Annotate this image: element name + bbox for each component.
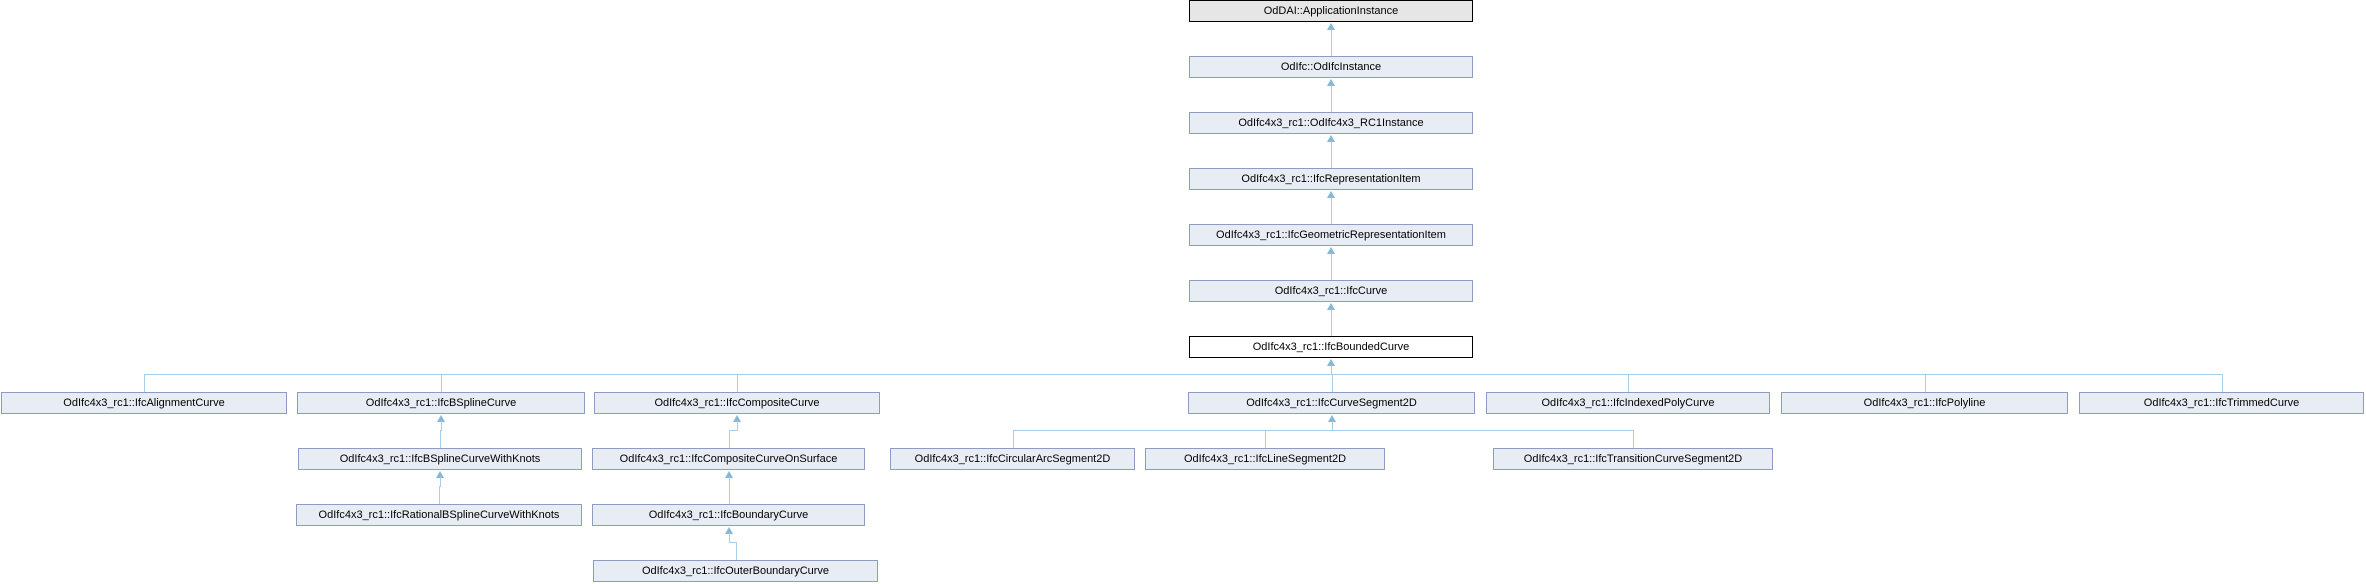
inheritance-edge-line: [1633, 430, 1634, 448]
inheritance-edge-line: [1331, 309, 1332, 319]
inheritance-edge-line: [729, 477, 730, 487]
inheritance-edge-line: [729, 430, 730, 448]
inheritance-edge-line: [1331, 253, 1332, 263]
inheritance-edge-line: [439, 486, 440, 504]
arrowhead-up-icon: [725, 471, 733, 478]
inheritance-edge-line: [1331, 141, 1332, 151]
inheritance-edge-line: [1331, 318, 1332, 336]
class-node-circular-arc-seg-2d[interactable]: OdIfc4x3_rc1::IfcCircularArcSegment2D: [890, 448, 1135, 470]
class-node-bspline-curve[interactable]: OdIfc4x3_rc1::IfcBSplineCurve: [297, 392, 585, 414]
arrowhead-up-icon: [1327, 247, 1335, 254]
inheritance-edge-line: [1332, 421, 1333, 431]
inheritance-edge-line: [1013, 430, 1014, 448]
class-node-transition-curve-seg[interactable]: OdIfc4x3_rc1::IfcTransitionCurveSegment2…: [1493, 448, 1773, 470]
inheritance-edge-line: [439, 486, 441, 487]
class-node-line-segment-2d[interactable]: OdIfc4x3_rc1::IfcLineSegment2D: [1145, 448, 1385, 470]
inheritance-edge-line: [144, 374, 145, 392]
inheritance-edge-line: [1331, 206, 1332, 224]
inheritance-edge-line: [737, 374, 738, 392]
inheritance-edge-line: [2222, 374, 2223, 392]
class-node-repr-item[interactable]: OdIfc4x3_rc1::IfcRepresentationItem: [1189, 168, 1473, 190]
arrowhead-up-icon: [1327, 191, 1335, 198]
inheritance-edge-line: [1331, 262, 1332, 280]
inheritance-edge-line: [729, 533, 730, 543]
inheritance-edge-line: [441, 421, 442, 431]
inheritance-edge-line: [729, 486, 730, 504]
arrowhead-up-icon: [1327, 303, 1335, 310]
inheritance-edge-line: [1331, 85, 1332, 95]
class-node-trimmed-curve[interactable]: OdIfc4x3_rc1::IfcTrimmedCurve: [2079, 392, 2364, 414]
class-node-bspline-with-knots[interactable]: OdIfc4x3_rc1::IfcBSplineCurveWithKnots: [298, 448, 582, 470]
arrowhead-up-icon: [733, 415, 741, 422]
inheritance-edge-line: [144, 374, 2223, 375]
inheritance-edge-line: [1628, 374, 1629, 392]
class-node-polyline[interactable]: OdIfc4x3_rc1::IfcPolyline: [1781, 392, 2068, 414]
inheritance-edge-line: [729, 542, 737, 543]
inheritance-edge-line: [440, 430, 441, 448]
class-node-app-instance: OdDAI::ApplicationInstance: [1189, 0, 1473, 22]
class-node-rational-bspline[interactable]: OdIfc4x3_rc1::IfcRationalBSplineCurveWit…: [296, 504, 582, 526]
class-node-outer-boundary-curve[interactable]: OdIfc4x3_rc1::IfcOuterBoundaryCurve: [593, 560, 878, 582]
class-node-composite-on-surface[interactable]: OdIfc4x3_rc1::IfcCompositeCurveOnSurface: [592, 448, 865, 470]
arrowhead-up-icon: [1327, 359, 1335, 366]
class-node-ifc-curve[interactable]: OdIfc4x3_rc1::IfcCurve: [1189, 280, 1473, 302]
class-node-odifc-instance[interactable]: OdIfc::OdIfcInstance: [1189, 56, 1473, 78]
inheritance-edge-line: [440, 477, 441, 487]
inheritance-edge-line: [1331, 29, 1332, 39]
inheritance-edge-line: [1331, 150, 1332, 168]
inheritance-edge-line: [1013, 430, 1634, 431]
class-node-alignment-curve[interactable]: OdIfc4x3_rc1::IfcAlignmentCurve: [1, 392, 287, 414]
inheritance-edge-line: [736, 542, 737, 560]
arrowhead-up-icon: [437, 415, 445, 422]
inheritance-edge-line: [1265, 430, 1266, 448]
inheritance-edge-line: [440, 430, 442, 431]
inheritance-edge-line: [1331, 94, 1332, 112]
class-node-geom-repr-item[interactable]: OdIfc4x3_rc1::IfcGeometricRepresentation…: [1189, 224, 1473, 246]
class-node-bounded-curve: OdIfc4x3_rc1::IfcBoundedCurve: [1189, 336, 1473, 358]
inheritance-edge-line: [737, 421, 738, 431]
inheritance-edge-line: [1925, 374, 1926, 392]
class-node-composite-curve[interactable]: OdIfc4x3_rc1::IfcCompositeCurve: [594, 392, 880, 414]
arrowhead-up-icon: [1327, 135, 1335, 142]
arrowhead-up-icon: [1327, 23, 1335, 30]
arrowhead-up-icon: [1328, 415, 1336, 422]
inheritance-edge-line: [1331, 197, 1332, 207]
arrowhead-up-icon: [1327, 79, 1335, 86]
inheritance-edge-line: [1332, 374, 1333, 392]
class-node-curve-segment-2d[interactable]: OdIfc4x3_rc1::IfcCurveSegment2D: [1188, 392, 1475, 414]
arrowhead-up-icon: [725, 527, 733, 534]
inheritance-edge-line: [729, 430, 738, 431]
arrowhead-up-icon: [436, 471, 444, 478]
class-node-rc1-instance[interactable]: OdIfc4x3_rc1::OdIfc4x3_RC1Instance: [1189, 112, 1473, 134]
inheritance-edge-line: [1331, 365, 1332, 375]
class-node-boundary-curve[interactable]: OdIfc4x3_rc1::IfcBoundaryCurve: [592, 504, 865, 526]
inheritance-edge-line: [441, 374, 442, 392]
class-node-indexed-poly-curve[interactable]: OdIfc4x3_rc1::IfcIndexedPolyCurve: [1486, 392, 1770, 414]
inheritance-edge-line: [1331, 38, 1332, 56]
